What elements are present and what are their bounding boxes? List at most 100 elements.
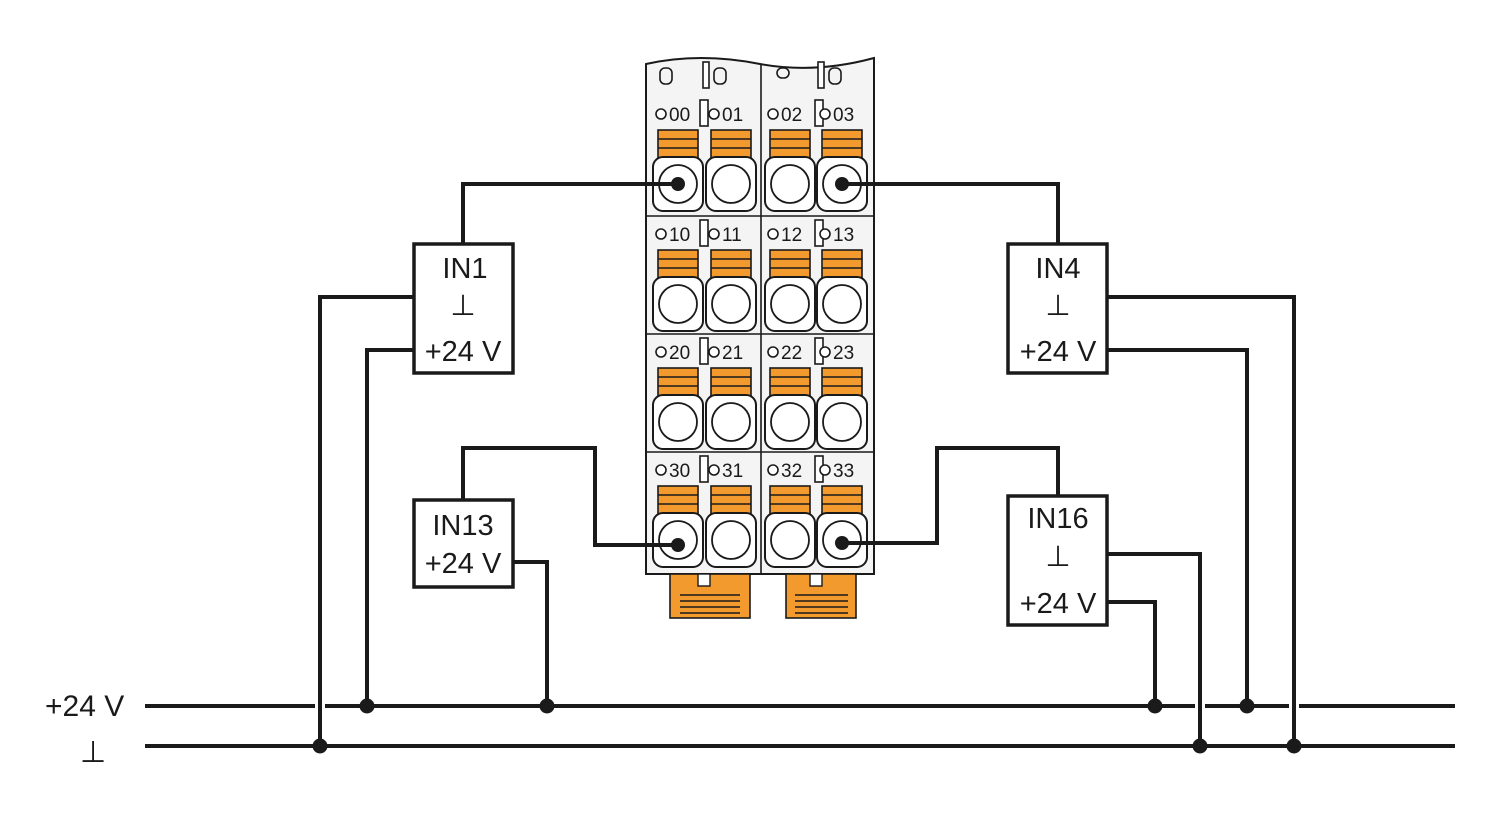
wire-in13-supply bbox=[513, 560, 549, 706]
terminal-12[interactable]: 12 bbox=[764, 225, 816, 332]
status-led bbox=[708, 464, 720, 476]
terminal-10[interactable]: 10 bbox=[652, 225, 704, 332]
push-button[interactable] bbox=[657, 249, 699, 279]
junction-in4-ground bbox=[1286, 738, 1302, 754]
terminal-11[interactable]: 11 bbox=[705, 225, 757, 332]
terminal-20[interactable]: 20 bbox=[652, 343, 704, 450]
sensor-in4-box bbox=[1006, 242, 1109, 375]
channel-label: 01 bbox=[722, 105, 743, 126]
terminal-22[interactable]: 22 bbox=[764, 343, 816, 450]
junction-in4-supply bbox=[1239, 698, 1255, 714]
wire-in1-ground bbox=[318, 295, 414, 746]
terminal-31[interactable]: 31 bbox=[705, 461, 757, 568]
channel-label: 23 bbox=[833, 343, 854, 364]
sensor-in16-name: IN16 bbox=[1027, 503, 1088, 535]
terminal-13[interactable]: 13 bbox=[816, 225, 868, 332]
channel-label: 32 bbox=[781, 461, 802, 482]
junction-in1-ground bbox=[312, 738, 328, 754]
push-button[interactable] bbox=[821, 249, 863, 279]
wire-in4-supply bbox=[1107, 348, 1249, 706]
push-button[interactable] bbox=[657, 129, 699, 159]
wire-in16-ground bbox=[1107, 552, 1202, 746]
sensor-in13-box bbox=[412, 498, 515, 589]
push-button[interactable] bbox=[710, 485, 752, 515]
sensor-in4: IN4 ⊥ +24 V bbox=[1006, 242, 1109, 375]
terminal-row: 10 11 12 13 bbox=[646, 215, 874, 332]
sensor-in4-supply: +24 V bbox=[1020, 336, 1097, 368]
push-button[interactable] bbox=[769, 367, 811, 397]
status-led bbox=[819, 228, 831, 240]
power-rails: +24 V ⊥ bbox=[45, 690, 1455, 769]
sensor-in1-name: IN1 bbox=[442, 253, 487, 285]
channel-label: 10 bbox=[669, 225, 690, 246]
status-led bbox=[655, 346, 667, 358]
channel-label: 11 bbox=[722, 225, 742, 246]
status-led bbox=[819, 464, 831, 476]
module-top-partial-contacts bbox=[659, 61, 842, 89]
status-led bbox=[708, 346, 720, 358]
wires bbox=[318, 182, 1296, 746]
status-led bbox=[655, 228, 667, 240]
channel-label: 30 bbox=[669, 461, 690, 482]
status-led bbox=[708, 108, 720, 120]
junction-in16-ground bbox=[1192, 738, 1208, 754]
wire-in4-signal bbox=[842, 182, 1060, 244]
rail-plus24-label: +24 V bbox=[45, 690, 124, 723]
terminal-02[interactable]: 02 bbox=[764, 105, 816, 212]
status-led bbox=[819, 108, 831, 120]
channel-label: 21 bbox=[722, 343, 743, 364]
sensor-in13-supply: +24 V bbox=[425, 548, 502, 580]
push-button[interactable] bbox=[657, 485, 699, 515]
push-button[interactable] bbox=[710, 249, 752, 279]
sensor-in1-box bbox=[412, 242, 515, 375]
sensor-in13-name: IN13 bbox=[432, 510, 493, 542]
push-button[interactable] bbox=[769, 485, 811, 515]
status-led bbox=[767, 228, 779, 240]
sensor-in16-supply: +24 V bbox=[1020, 588, 1097, 620]
terminal-row: 20 21 22 23 bbox=[646, 333, 874, 450]
push-button[interactable] bbox=[769, 129, 811, 159]
channel-label: 12 bbox=[781, 225, 802, 246]
wire-in1-signal bbox=[461, 182, 678, 244]
status-led bbox=[708, 228, 720, 240]
sensor-in4-name: IN4 bbox=[1035, 253, 1080, 285]
channel-label: 31 bbox=[722, 461, 743, 482]
push-button[interactable] bbox=[821, 485, 863, 515]
channel-label: 33 bbox=[833, 461, 854, 482]
sensor-in16-box bbox=[1006, 494, 1109, 627]
wire-ends bbox=[655, 177, 866, 552]
sensor-in4-ground: ⊥ bbox=[1045, 290, 1070, 322]
wire-in16-supply bbox=[1107, 600, 1157, 706]
sensor-in1-supply: +24 V bbox=[425, 336, 502, 368]
status-led bbox=[819, 346, 831, 358]
channel-label: 02 bbox=[781, 105, 802, 126]
release-tab-right bbox=[785, 573, 857, 619]
terminal-23[interactable]: 23 bbox=[816, 343, 868, 450]
channel-label: 03 bbox=[833, 105, 854, 126]
channel-label: 20 bbox=[669, 343, 690, 364]
wire-in4-ground bbox=[1107, 295, 1296, 746]
push-button[interactable] bbox=[769, 249, 811, 279]
junction-in1-supply bbox=[359, 698, 375, 714]
sensor-in16-ground: ⊥ bbox=[1045, 541, 1070, 573]
push-button[interactable] bbox=[821, 367, 863, 397]
push-button[interactable] bbox=[710, 367, 752, 397]
terminal-32[interactable]: 32 bbox=[764, 461, 816, 568]
sensor-in1-ground: ⊥ bbox=[450, 290, 475, 322]
status-led bbox=[655, 108, 667, 120]
terminal-01[interactable]: 01 bbox=[705, 105, 757, 212]
rail-ground-label: ⊥ bbox=[80, 736, 106, 769]
status-led bbox=[655, 464, 667, 476]
status-led bbox=[767, 108, 779, 120]
sensor-in1: IN1 ⊥ +24 V bbox=[412, 242, 515, 375]
sensor-in16: IN16 ⊥ +24 V bbox=[1006, 494, 1109, 627]
push-button[interactable] bbox=[710, 129, 752, 159]
release-tab-left bbox=[669, 573, 751, 619]
push-button[interactable] bbox=[821, 129, 863, 159]
push-button[interactable] bbox=[657, 367, 699, 397]
terminal-21[interactable]: 21 bbox=[705, 343, 757, 450]
sensor-in13: IN13 +24 V bbox=[412, 498, 515, 589]
